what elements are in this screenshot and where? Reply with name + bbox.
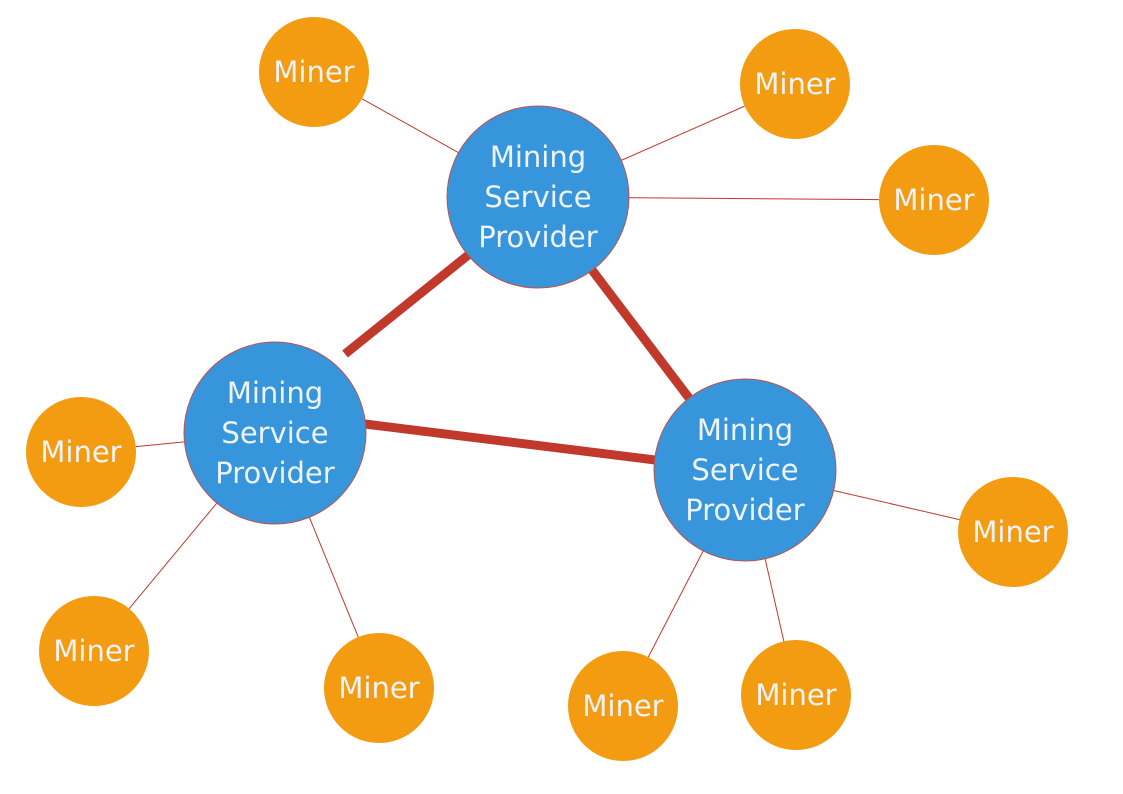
miner-circle <box>26 397 136 507</box>
miner-link <box>361 98 459 154</box>
miner-node[interactable]: Miner <box>568 651 678 761</box>
miner-label: Miner <box>53 634 134 668</box>
provider-links <box>342 248 693 465</box>
miner-node[interactable]: Miner <box>958 477 1068 587</box>
miner-label: Miner <box>972 515 1053 549</box>
provider-label: Provider <box>215 456 334 490</box>
miner-circle <box>259 17 369 127</box>
miner-node[interactable]: Miner <box>39 596 149 706</box>
miner-circle <box>879 145 989 255</box>
miner-link <box>135 441 185 448</box>
provider-label: Service <box>484 180 591 214</box>
miner-circle <box>741 640 851 750</box>
nodes: MiningServiceProviderMiningServiceProvid… <box>26 17 1068 761</box>
miner-link <box>628 197 880 201</box>
miner-link <box>647 550 704 658</box>
miner-link <box>764 558 785 642</box>
provider-link <box>364 419 656 465</box>
provider-circle <box>446 105 630 289</box>
provider-label: Mining <box>490 140 586 174</box>
miner-node[interactable]: Miner <box>741 640 851 750</box>
miner-circle <box>39 596 149 706</box>
provider-link <box>342 248 475 358</box>
provider-label: Provider <box>685 493 804 527</box>
provider-label: Mining <box>227 376 323 410</box>
miner-label: Miner <box>755 678 836 712</box>
miner-node[interactable]: Miner <box>324 633 434 743</box>
provider-label: Mining <box>697 413 793 447</box>
miner-link <box>621 105 745 161</box>
miner-circle <box>740 29 850 139</box>
provider-circle <box>653 378 837 562</box>
provider-label: Service <box>221 416 328 450</box>
miner-node[interactable]: Miner <box>26 397 136 507</box>
provider-circle <box>183 341 367 525</box>
miner-circle <box>958 477 1068 587</box>
miner-label: Miner <box>273 55 354 89</box>
provider-label: Service <box>691 453 798 487</box>
miner-node[interactable]: Miner <box>879 145 989 255</box>
miner-circle <box>324 633 434 743</box>
miner-circle <box>568 651 678 761</box>
miner-link <box>308 517 359 638</box>
provider-label: Provider <box>478 220 597 254</box>
miner-node[interactable]: Miner <box>740 29 850 139</box>
miner-node[interactable]: Miner <box>259 17 369 127</box>
miner-link <box>128 502 218 610</box>
miner-label: Miner <box>582 689 663 723</box>
miner-links <box>128 98 960 658</box>
miner-label: Miner <box>338 671 419 705</box>
provider-link <box>588 267 693 401</box>
miner-link <box>833 490 960 521</box>
miner-label: Miner <box>754 67 835 101</box>
miner-label: Miner <box>893 183 974 217</box>
miner-label: Miner <box>40 435 121 469</box>
